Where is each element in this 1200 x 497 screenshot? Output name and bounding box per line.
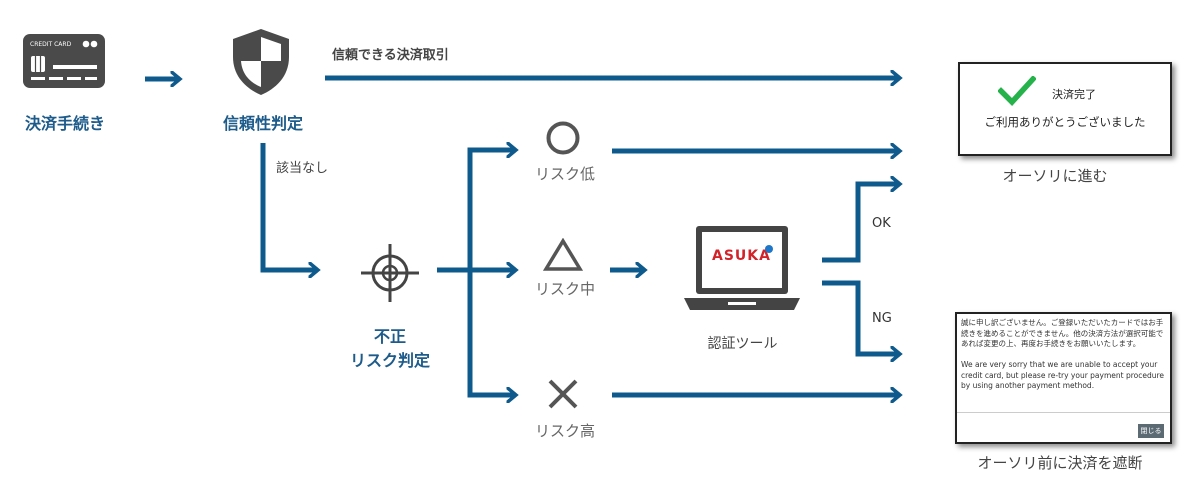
credit-card-icon: CREDIT CARD bbox=[23, 34, 105, 88]
card-text: CREDIT CARD bbox=[30, 41, 72, 48]
trusted-label: 信頼できる決済取引 bbox=[332, 48, 449, 63]
arrow-ok bbox=[822, 184, 900, 263]
ok-label: OK bbox=[872, 216, 891, 231]
fraud-label: 不正 リスク判定 bbox=[330, 325, 450, 373]
block-caption: オーソリ前に決済を遮断 bbox=[977, 454, 1143, 472]
fraud-label-line2: リスク判定 bbox=[349, 351, 430, 370]
laptop-icon bbox=[684, 226, 800, 312]
asuka-logo-mark bbox=[765, 245, 773, 253]
payment-label: 決済手続き bbox=[24, 114, 105, 133]
success-title: 決済完了 bbox=[1052, 88, 1096, 101]
arrow-to-low bbox=[467, 150, 516, 270]
error-jp-message: 誠に申し訳ございません。ご登録いただいたカードではお手続きを進めることができませ… bbox=[961, 318, 1164, 348]
shield-icon bbox=[229, 27, 293, 97]
success-message: ご利用ありがとうございました bbox=[984, 115, 1146, 129]
arrow-to-high bbox=[467, 270, 516, 395]
auth-label: 認証ツール bbox=[707, 336, 778, 352]
triangle-icon bbox=[542, 237, 584, 272]
target-icon bbox=[359, 242, 421, 304]
dialog-divider bbox=[957, 412, 1170, 413]
error-dialog: 誠に申し訳ございません。ご登録いただいたカードではお手続きを進めることができませ… bbox=[955, 312, 1172, 444]
circle-icon bbox=[545, 120, 581, 156]
close-button[interactable]: 閉じる bbox=[1138, 424, 1164, 438]
not-applicable-label: 該当なし bbox=[276, 161, 329, 176]
success-dialog: 決済完了 ご利用ありがとうございました bbox=[958, 62, 1172, 156]
risk-high-label: リスク高 bbox=[534, 422, 595, 440]
risk-mid-label: リスク中 bbox=[534, 280, 595, 298]
asuka-logo: ASUKA bbox=[712, 248, 771, 264]
risk-low-label: リスク低 bbox=[534, 165, 595, 183]
cross-icon bbox=[546, 377, 580, 411]
fraud-label-line1: 不正 bbox=[373, 327, 406, 346]
ng-label: NG bbox=[872, 311, 892, 326]
error-en-message: We are very sorry that we are unable to … bbox=[961, 360, 1165, 390]
arrow-not-applicable bbox=[260, 143, 318, 270]
success-caption: オーソリに進む bbox=[1002, 167, 1108, 185]
check-icon bbox=[997, 75, 1037, 106]
trust-label: 信頼性判定 bbox=[222, 114, 303, 133]
arrow-ng bbox=[822, 280, 900, 354]
